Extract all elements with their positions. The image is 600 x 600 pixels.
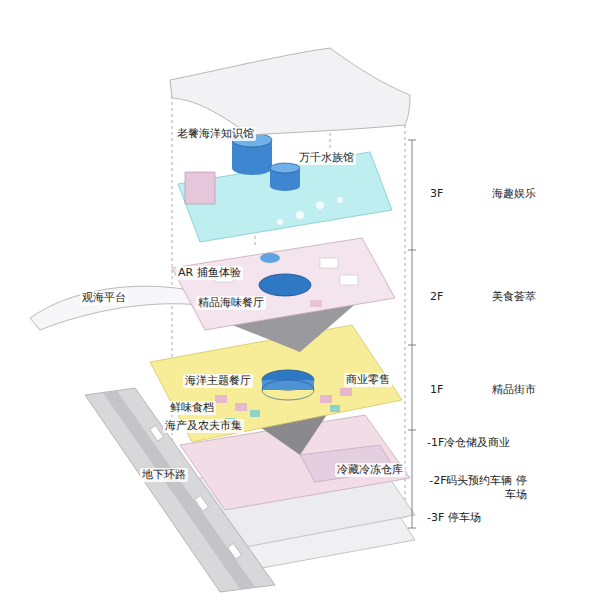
floor-3f [178,133,392,242]
storage-label: 冷藏冷冻仓库 [335,463,405,477]
exhibit-label: 万千水族馆 [297,151,356,165]
floor-theme: 精品街市 [490,383,538,397]
exhibit-label: 商业零售 [344,373,392,387]
floor-theme: 美食荟萃 [490,290,538,304]
level-bracket [408,140,416,528]
floor-number: 3F [428,187,445,201]
exhibit-label: AR 捕鱼体验 [176,266,243,280]
viewing-platform [30,286,200,330]
exhibit-label: 精品海味餐厅 [196,296,266,310]
level-label: -3F 停车场 [425,511,483,525]
floor-theme: 海趣娱乐 [490,187,538,201]
floor-2f [172,238,395,330]
exhibit-label: 海产及农夫市集 [163,419,244,433]
floor-number: 1F [428,383,445,397]
roof-canopy [170,48,410,135]
platform-label: 观海平台 [80,291,128,305]
floor-1f [150,325,402,442]
level-label: -1F冷仓储及商业 [425,436,512,450]
exhibit-label: 海洋主题餐厅 [183,374,253,388]
floor-number: 2F [428,290,445,304]
level-label: -2F码头预约车辆 停车场 [425,474,529,502]
road-label: 地下环路 [140,468,188,482]
exhibit-label: 鲜味食档 [168,401,216,415]
exhibit-label: 老餮海洋知识馆 [175,127,256,141]
